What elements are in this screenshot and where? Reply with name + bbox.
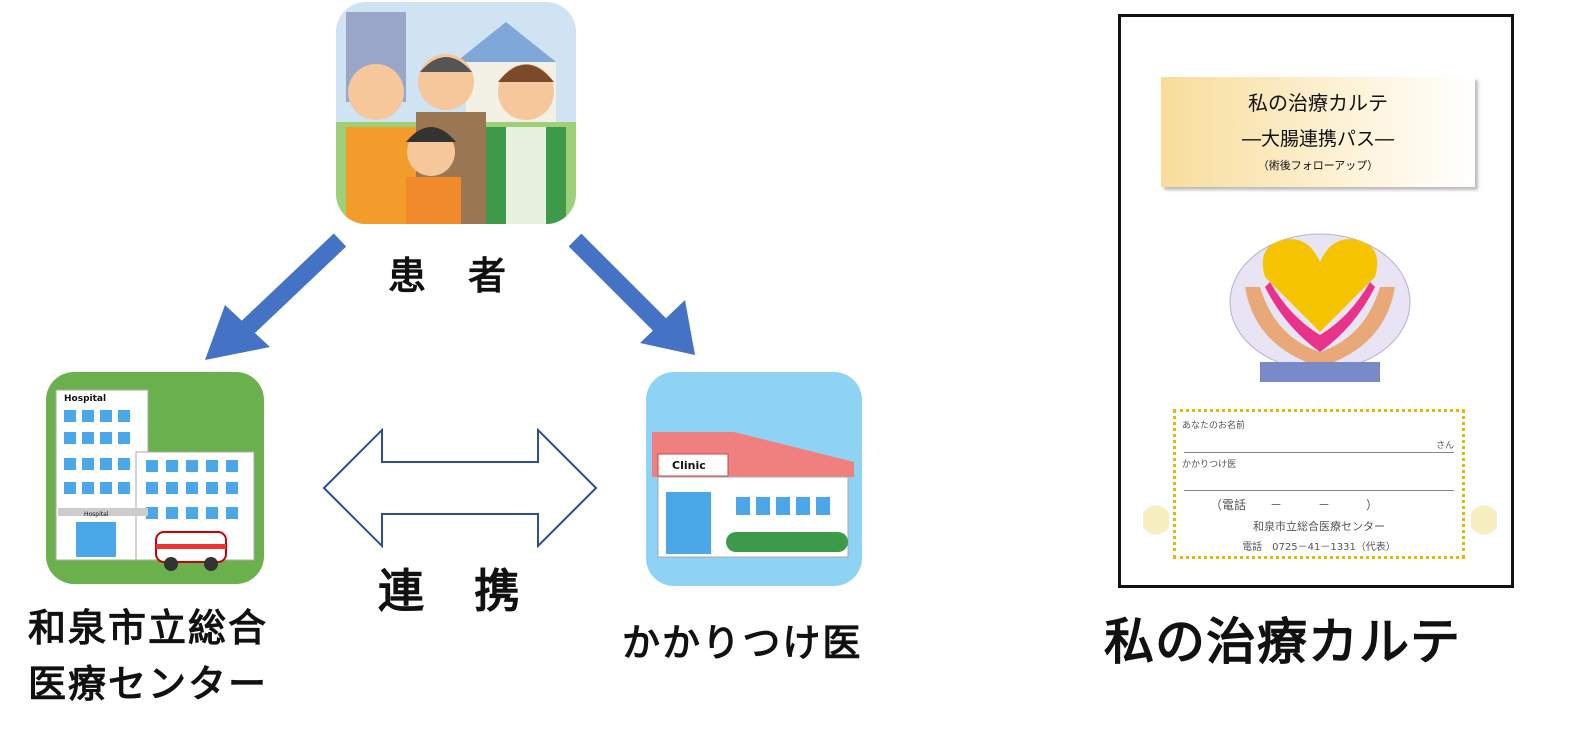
clinic-label: かかりつけ医 — [622, 621, 863, 665]
clinic-illustration: Clinic — [646, 372, 862, 586]
form-doctor-label: かかりつけ医 — [1182, 460, 1237, 470]
form-hospital-name: 和泉市立総合医療センター — [1253, 520, 1385, 533]
patient-arrows — [205, 233, 695, 360]
booklet-title-box: 私の治療カルテ ―大腸連携パス― （術後フォローアップ） — [1161, 77, 1475, 187]
flower-left-icon — [1143, 505, 1169, 565]
patient-label: 患 者 — [388, 254, 509, 298]
form-hospital-phone: 電話 0725－41－1331（代表） — [1242, 542, 1396, 553]
arrow-to-hospital — [205, 233, 347, 360]
hospital-label-line1: 和泉市立総合 — [28, 606, 269, 650]
form-name-suffix: さん — [1435, 441, 1454, 451]
heart-hands-icon — [1229, 233, 1411, 382]
hospital-illustration: Hospital Hospital — [46, 372, 264, 584]
booklet-subtitle2: （術後フォローアップ） — [1257, 159, 1379, 172]
double-arrow — [322, 428, 598, 548]
patient-illustration — [336, 2, 576, 224]
link-label: 連 携 — [378, 564, 522, 618]
arrow-to-clinic — [568, 233, 695, 355]
form-name-label: あなたのお名前 — [1182, 421, 1246, 431]
booklet-subtitle: ―大腸連携パス― — [1241, 128, 1394, 150]
booklet-cover: 私の治療カルテ ―大腸連携パス― （術後フォローアップ） あなたのお名前 さん … — [1118, 14, 1514, 588]
hospital-label: 和泉市立総合 医療センター — [28, 600, 268, 712]
flower-right-icon — [1471, 505, 1497, 565]
booklet-caption: 私の治療カルテ — [1104, 613, 1461, 671]
hospital-sign: Hospital — [64, 394, 107, 404]
booklet-title: 私の治療カルテ — [1248, 91, 1388, 115]
form-phone-blank: （電話 － － ） — [1210, 498, 1379, 512]
booklet-form: あなたのお名前 さん かかりつけ医 （電話 － － ） 和泉市立総合医療センター… — [1173, 409, 1465, 559]
clinic-sign: Clinic — [672, 459, 706, 472]
hospital-label-line2: 医療センター — [28, 662, 269, 706]
hospital-entrance-sign: Hospital — [84, 511, 109, 518]
